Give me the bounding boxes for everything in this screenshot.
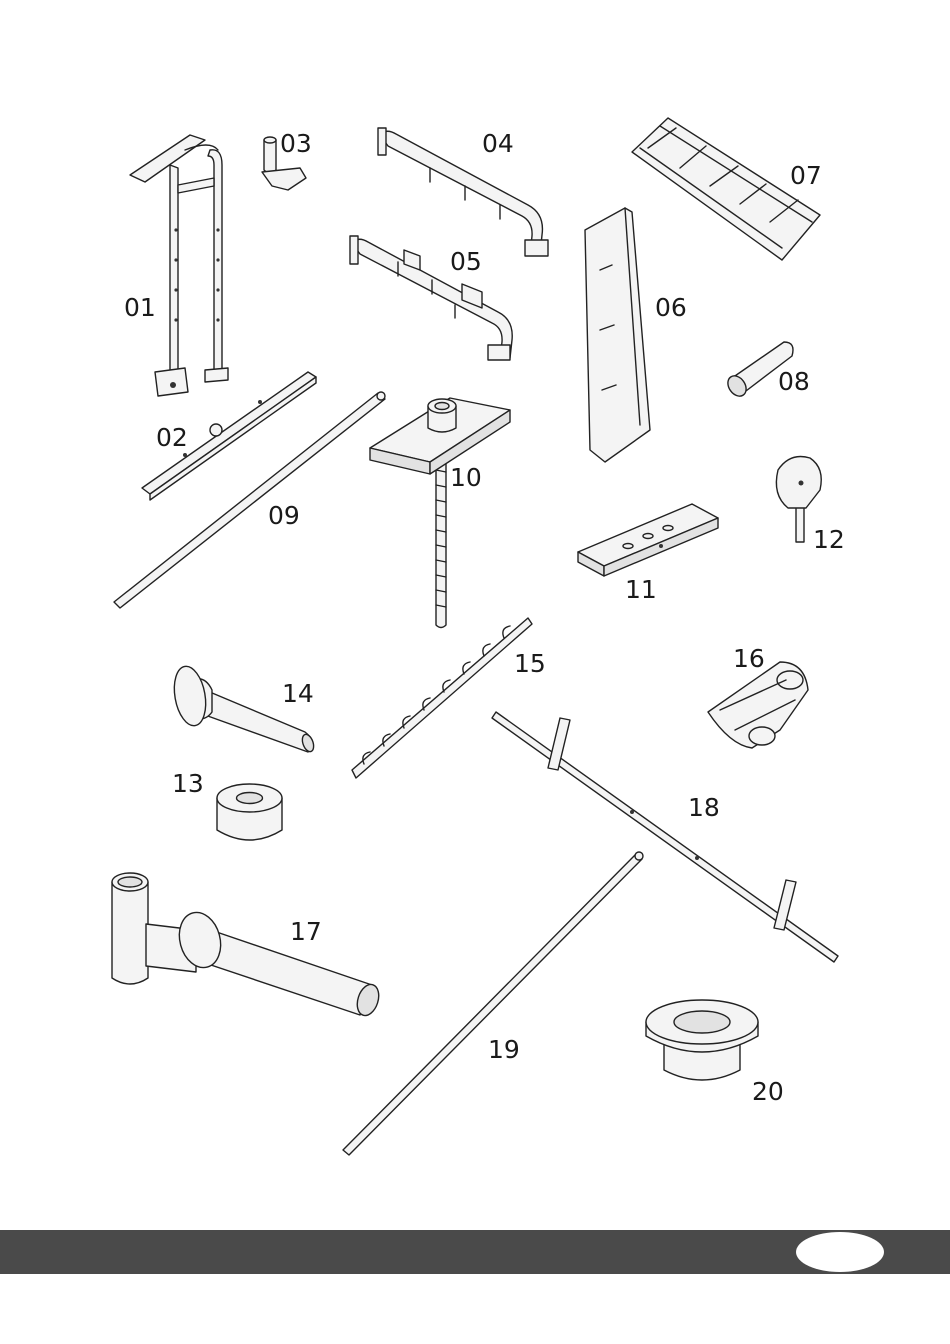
part-05-curved-arm bbox=[350, 236, 512, 360]
part-10-plate-post bbox=[370, 398, 510, 628]
part-19-label: 19 bbox=[488, 1035, 520, 1064]
part-10-label: 10 bbox=[450, 463, 482, 492]
part-18-long-bar bbox=[492, 712, 838, 962]
part-05-label: 05 bbox=[450, 247, 482, 276]
part-17-weight-horn bbox=[112, 873, 382, 1018]
part-01-label: 01 bbox=[124, 293, 156, 322]
part-04-curved-arm bbox=[378, 128, 548, 256]
part-11-flat-plate bbox=[578, 504, 718, 576]
part-16-label: 16 bbox=[733, 644, 765, 673]
part-08-label: 08 bbox=[778, 367, 810, 396]
part-15-label: 15 bbox=[514, 649, 546, 678]
part-12-label: 12 bbox=[813, 525, 845, 554]
part-02-label: 02 bbox=[156, 423, 188, 452]
part-06-label: 06 bbox=[655, 293, 687, 322]
part-20-label: 20 bbox=[752, 1077, 784, 1106]
part-14-weight-post bbox=[170, 664, 316, 753]
part-20-collar bbox=[646, 1000, 758, 1080]
part-13-spacer-ring bbox=[217, 784, 282, 840]
part-14-label: 14 bbox=[282, 679, 314, 708]
part-07-label: 07 bbox=[790, 161, 822, 190]
part-16-pulley-bracket bbox=[708, 662, 808, 748]
part-17-label: 17 bbox=[290, 917, 322, 946]
part-06-cover-plate bbox=[585, 208, 650, 462]
part-01-upright-frame bbox=[130, 135, 228, 396]
part-11-label: 11 bbox=[625, 575, 657, 604]
part-13-label: 13 bbox=[172, 769, 204, 798]
part-19-long-rod bbox=[343, 852, 643, 1155]
part-03-label: 03 bbox=[280, 129, 312, 158]
part-18-label: 18 bbox=[688, 793, 720, 822]
part-09-label: 09 bbox=[268, 501, 300, 530]
part-15-toothed-rail bbox=[352, 618, 532, 778]
page-number-badge bbox=[796, 1232, 884, 1272]
part-04-label: 04 bbox=[482, 129, 514, 158]
